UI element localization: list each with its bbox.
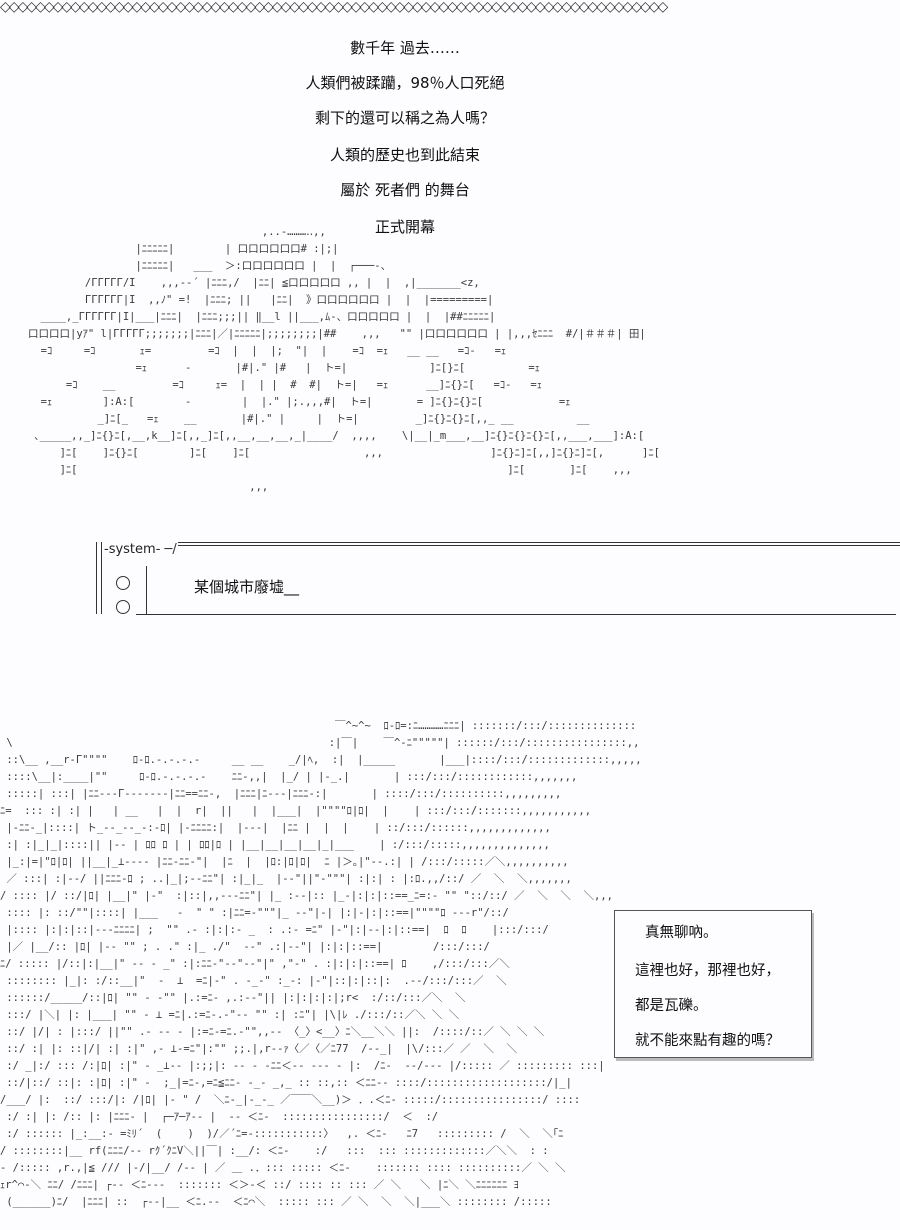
system-label: -system- xyxy=(104,542,177,557)
system-rule-top xyxy=(178,542,900,546)
system-text: 某個城市廢墟 xyxy=(194,576,299,597)
speech-line-3: 都是瓦礫。 xyxy=(635,998,708,1014)
top-border: ◇◇◇◇◇◇◇◇◇◇◇◇◇◇◇◇◇◇◇◇◇◇◇◇◇◇◇◇◇◇◇◇◇◇◇◇◇◇◇◇… xyxy=(0,0,668,15)
city-ascii-art: ￣^~^~ ﾛ‐ﾛ=:ﾆ…………ﾆﾆﾆ| :::::::/:::/:::::::… xyxy=(0,720,642,1208)
narration-line-3: 剩下的還可以稱之為人嗎？ xyxy=(314,109,495,127)
circle-icon xyxy=(116,576,130,590)
speech-line-1: 真無聊吶。 xyxy=(645,925,718,941)
system-icon-column xyxy=(106,566,147,614)
ruins-ascii-art: ,..-………‥,, |ﾆﾆﾆﾆﾆ| | 口口口口口口# :|;| |ﾆﾆﾆﾆﾆ… xyxy=(28,226,660,493)
narration-line-6: 正式開幕 xyxy=(374,218,435,236)
system-message-box: -system- 某個城市廢墟 xyxy=(96,538,900,618)
speech-bubble: 真無聊吶。 這裡也好，那裡也好， 都是瓦礫。 就不能來點有趣的嗎？ xyxy=(614,910,812,1058)
system-left-bar xyxy=(96,542,102,614)
narration-line-1: 數千年 過去…… xyxy=(350,39,460,57)
system-rule-bottom xyxy=(136,614,896,615)
narration-line-4: 人類的歷史也到此結束 xyxy=(329,146,480,164)
speech-line-4: 就不能來點有趣的嗎？ xyxy=(635,1033,780,1049)
speech-line-2: 這裡也好，那裡也好， xyxy=(635,963,780,979)
narration-line-5: 屬於 死者們 的舞台 xyxy=(340,181,470,199)
narration-line-2: 人類們被蹂躪，98％人口死絕 xyxy=(305,74,505,92)
circle-icon xyxy=(116,600,130,614)
